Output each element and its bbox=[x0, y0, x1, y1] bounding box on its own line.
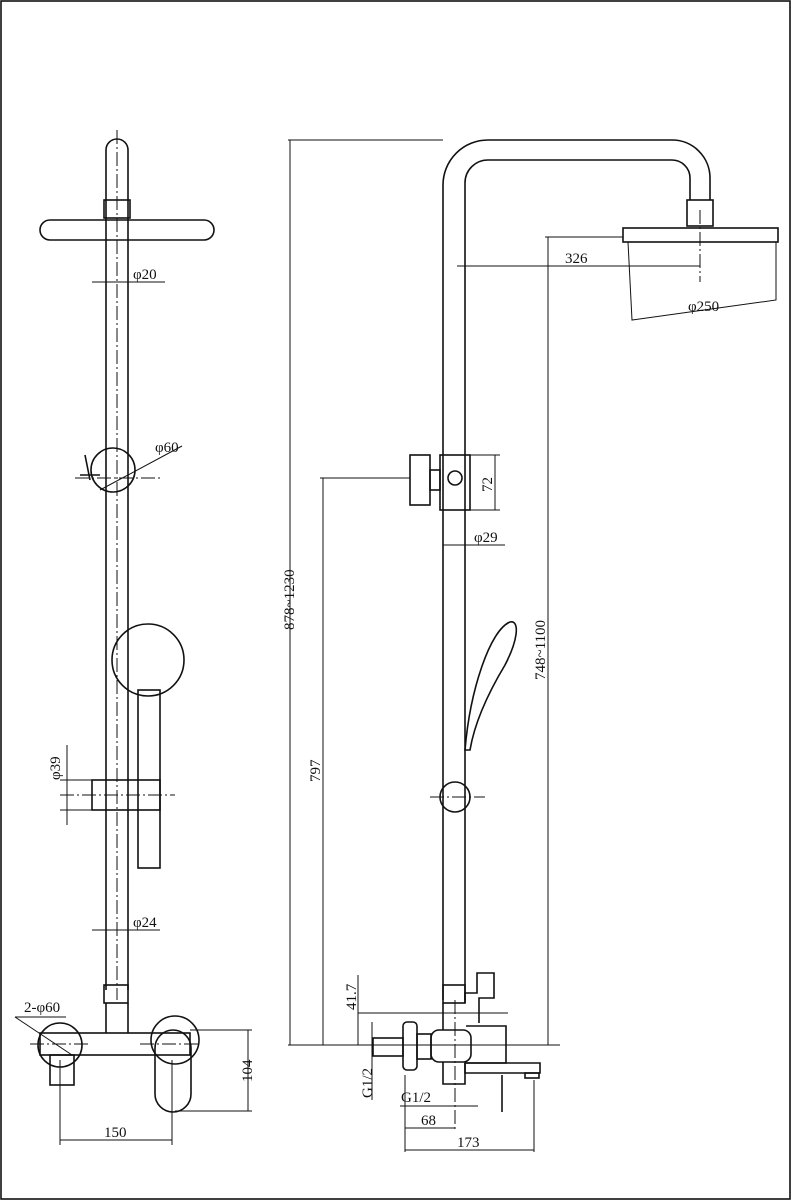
label-rod-diameter: φ20 bbox=[133, 267, 157, 283]
side-holder-knob bbox=[409, 454, 431, 506]
label-head-diameter: φ250 bbox=[688, 299, 719, 315]
label-holder-height: 72 bbox=[480, 477, 496, 492]
side-hand-shower bbox=[464, 621, 518, 751]
side-head-nut bbox=[686, 199, 714, 227]
front-hand-shower-handle bbox=[137, 689, 161, 869]
label-mixer-centers: 150 bbox=[104, 1125, 127, 1141]
front-shower-head bbox=[39, 219, 215, 241]
side-holder bbox=[439, 454, 471, 511]
side-flange bbox=[402, 1021, 418, 1071]
front-hand-shower-head bbox=[111, 623, 185, 697]
side-mixer-handle bbox=[442, 1003, 507, 1085]
label-lower-rod-diameter: φ24 bbox=[133, 915, 157, 931]
leader-2phi60 bbox=[14, 1016, 73, 1056]
front-holder bbox=[90, 447, 136, 493]
front-diverter bbox=[103, 984, 129, 1004]
label-slider-diameter: φ39 bbox=[48, 756, 64, 780]
side-rod-and-arm bbox=[442, 139, 711, 1000]
front-flange-right bbox=[150, 1015, 200, 1065]
side-inlet-nut bbox=[372, 1037, 404, 1057]
label-total-height: 878~1230 bbox=[282, 569, 298, 630]
front-holder-knob bbox=[80, 454, 100, 481]
front-view: φ20 φ60 φ39 φ24 2-φ60 104 150 bbox=[14, 130, 256, 1145]
label-arm-reach: 326 bbox=[565, 251, 588, 267]
label-wall-to-center: 68 bbox=[421, 1113, 436, 1129]
label-mixer-offset: 41.7 bbox=[344, 983, 360, 1010]
side-spout bbox=[464, 1062, 541, 1074]
side-head-outline bbox=[627, 241, 777, 321]
label-inlet-thread: G1/2 bbox=[360, 1068, 376, 1098]
label-flange-diameter: 2-φ60 bbox=[24, 1000, 60, 1016]
side-diverter-lever bbox=[464, 972, 495, 1023]
side-mixer-body bbox=[430, 1029, 472, 1063]
label-mixer-height: 104 bbox=[240, 1059, 256, 1082]
label-holder-diameter: φ60 bbox=[155, 440, 179, 456]
label-outlet-thread: G1/2 bbox=[401, 1090, 431, 1106]
side-view: 326 φ250 72 φ29 878~1230 797 748~1100 41… bbox=[282, 139, 779, 1152]
front-spout bbox=[49, 1054, 75, 1086]
leader-phi60 bbox=[99, 445, 183, 491]
front-mixer-handle bbox=[154, 1029, 192, 1113]
label-spout-reach: 173 bbox=[457, 1135, 480, 1151]
label-holder-rod-diameter: φ29 bbox=[474, 530, 498, 546]
label-head-height: 748~1100 bbox=[533, 620, 549, 680]
side-diverter bbox=[442, 984, 466, 1004]
label-holder-from-base: 797 bbox=[308, 759, 324, 782]
